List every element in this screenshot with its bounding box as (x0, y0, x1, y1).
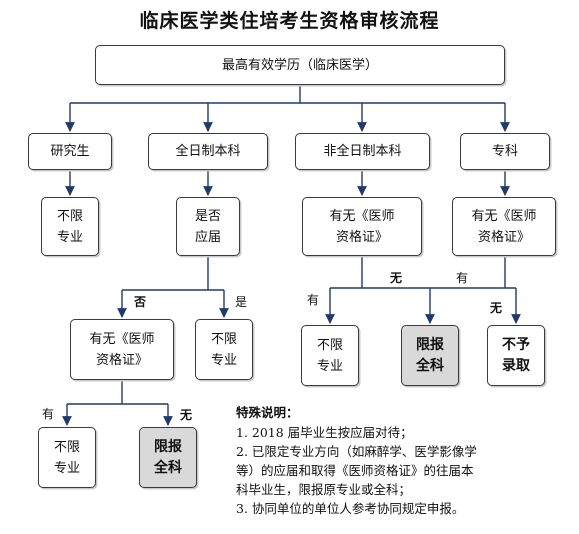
label-no-fresh: 否 (134, 295, 147, 309)
graduate-result-box: 不限 专业 (41, 197, 99, 256)
label-college-yes: 有 (456, 271, 469, 285)
parttime-has-cert-result-box: 不限 专业 (301, 325, 359, 386)
parttime-cert-question-box: 有无《医师 资格证》 (302, 197, 422, 256)
label-parttime-yes: 有 (307, 293, 320, 307)
fulltime-cert-question-box: 有无《医师 资格证》 (70, 319, 174, 380)
label-yes-fresh: 是 (235, 295, 248, 309)
graduate-box: 研究生 (28, 133, 112, 170)
fulltime-no-cert-result-box: 限报 全科 (139, 427, 197, 488)
note-item: 1. 2018 届毕业生按应届对待； (236, 425, 413, 440)
is-fresh-graduate-box: 是否 应届 (176, 197, 240, 256)
parttime-no-cert-result-box: 限报 全科 (401, 325, 459, 386)
special-notes: 特殊说明： 1. 2018 届毕业生按应届对待； 2. 已限定专业方向（如麻醉学… (236, 403, 566, 518)
college-cert-question-box: 有无《医师 资格证》 (452, 197, 556, 256)
root-box: 最高有效学历（临床医学） (95, 45, 505, 85)
junior-college-box: 专科 (460, 133, 550, 170)
notes-heading: 特殊说明： (236, 405, 299, 420)
label-fulltime-no: 无 (180, 408, 193, 422)
fresh-result-box: 不限 专业 (195, 319, 253, 380)
fulltime-undergrad-box: 全日制本科 (148, 133, 268, 170)
label-parttime-no: 无 (390, 271, 403, 285)
note-item: 3. 协同单位的单位人参考协同规定申报。 (236, 501, 465, 516)
label-fulltime-yes: 有 (42, 407, 55, 421)
label-college-no: 无 (490, 301, 503, 315)
college-reject-result-box: 不予 录取 (487, 325, 545, 386)
page-title: 临床医学类住培考生资格审核流程 (139, 10, 440, 32)
fulltime-has-cert-result-box: 不限 专业 (38, 427, 96, 488)
note-item: 2. 已限定专业方向（如麻醉学、医学影像学 等）的应届和取得《医师资格证》的往届… (236, 444, 477, 497)
parttime-undergrad-box: 非全日制本科 (295, 133, 430, 170)
